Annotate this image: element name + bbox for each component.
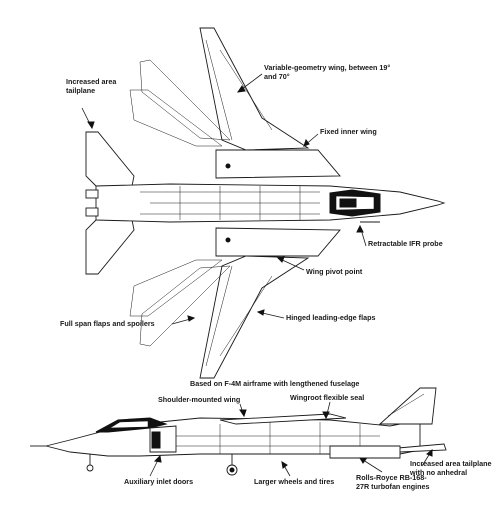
label-hinged-leading-edge-flaps: Hinged leading-edge flaps — [286, 313, 376, 322]
label-wing-pivot-point: Wing pivot point — [306, 267, 363, 276]
upper-wing-swept — [199, 27, 310, 151]
label-engines: Rolls-Royce RB-168-27R turbofan engines — [356, 473, 430, 491]
label-fixed-inner-wing: Fixed inner wing — [320, 127, 377, 136]
top-view-aircraft — [85, 27, 446, 379]
lower-wing-swept — [199, 255, 310, 379]
upper-wing-forward-position — [139, 59, 231, 141]
front-cockpit — [339, 198, 357, 208]
lower-tailplane — [85, 219, 135, 275]
shoulder-wing — [219, 413, 347, 425]
vertical-tail — [378, 387, 437, 425]
side-view-leader-arrows — [149, 401, 433, 477]
label-larger-wheels: Larger wheels and tires — [254, 477, 335, 486]
upper-pivot — [225, 163, 231, 169]
upper-wing-mid-position — [129, 89, 223, 147]
label-wingroot-seal: Wingroot flexible seal — [290, 393, 365, 402]
engine-section — [329, 445, 401, 459]
upper-tailplane — [85, 131, 135, 187]
engine-nozzle-left — [85, 189, 99, 199]
lower-pivot — [225, 237, 231, 243]
label-increased-area-tailplane: Increased area tailplane — [66, 77, 117, 95]
lower-wing-forward-position — [139, 265, 231, 347]
label-shoulder-mounted-wing: Shoulder-mounted wing — [158, 395, 241, 404]
label-auxiliary-inlet-doors: Auxiliary inlet doors — [124, 477, 194, 486]
label-airframe-note: Based on F-4M airframe with lengthened f… — [190, 379, 360, 388]
label-retractable-ifr-probe: Retractable IFR probe — [368, 239, 443, 248]
engine-nozzle-right — [85, 207, 99, 217]
top-view-leader-arrows — [81, 73, 367, 325]
label-full-span-flaps: Full span flaps and spoilers — [60, 319, 155, 328]
lower-wing-mid-position — [129, 259, 223, 317]
side-view-aircraft — [30, 387, 447, 476]
label-variable-geometry-wing: Variable-geometry wing, between 19° and … — [264, 63, 391, 81]
label-tailplane-no-anhedral: Increased area tailplane with no anhedra… — [410, 459, 492, 477]
upper-fixed-inner-wing — [215, 149, 341, 179]
lower-fixed-inner-wing — [215, 227, 341, 257]
